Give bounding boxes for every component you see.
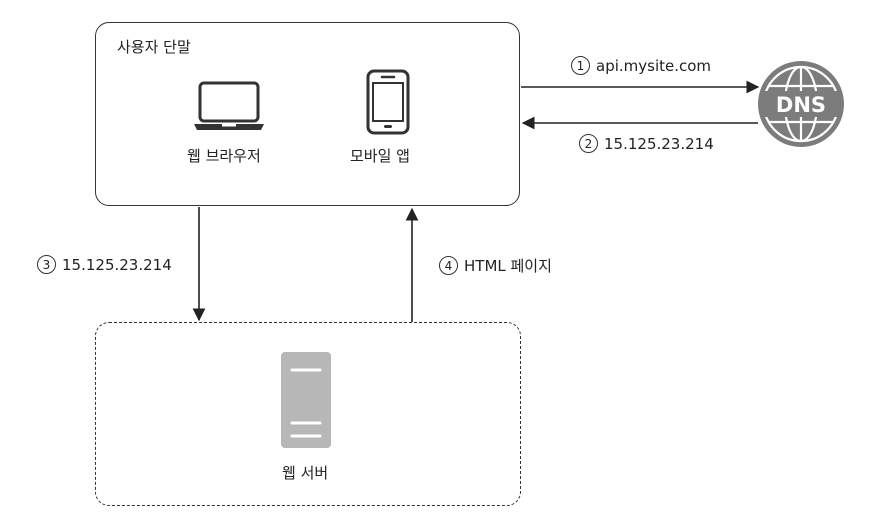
web-server-label: 웹 서버 <box>282 464 329 482</box>
dns-label: DNS <box>776 93 826 117</box>
step-2-text: 15.125.23.214 <box>604 134 714 153</box>
step-4-label: 4 HTML 페이지 <box>439 255 552 276</box>
user-device-title: 사용자 단말 <box>117 38 191 56</box>
server-icon <box>281 352 331 448</box>
step-4-number: 4 <box>439 256 458 275</box>
step-1-number: 1 <box>571 56 590 75</box>
dns-globe-icon: DNS <box>758 61 844 147</box>
step-2-label: 2 15.125.23.214 <box>579 134 714 153</box>
web-browser-label: 웹 브라우저 <box>187 147 261 165</box>
step-4-text: HTML 페이지 <box>464 257 552 275</box>
step-1-text: api.mysite.com <box>596 56 712 75</box>
web-server-group <box>95 322 521 506</box>
user-device-group <box>95 22 520 206</box>
step-3-number: 3 <box>37 255 56 274</box>
step-3-label: 3 15.125.23.214 <box>37 255 172 274</box>
step-3-text: 15.125.23.214 <box>62 255 172 274</box>
step-2-number: 2 <box>579 134 598 153</box>
mobile-app-label: 모바일 앱 <box>350 147 410 165</box>
laptop-icon <box>194 81 264 130</box>
mobile-phone-icon <box>366 69 410 135</box>
step-1-label: 1 api.mysite.com <box>571 56 711 75</box>
